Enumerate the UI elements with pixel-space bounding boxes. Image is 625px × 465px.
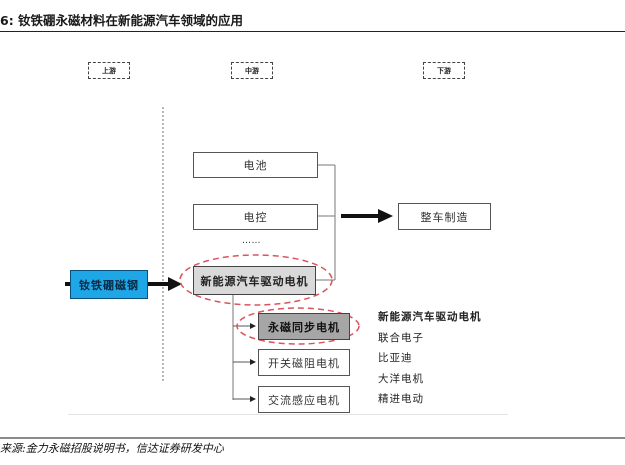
vehicle-manufacturing-node: 整车制造 xyxy=(398,203,491,230)
figure-title: 6: 钕铁硼永磁材料在新能源汽车领域的应用 xyxy=(0,13,244,28)
battery-node: 电池 xyxy=(193,152,318,178)
maker-item: 联合电子 xyxy=(378,331,424,344)
stage-label-downstream: 下游 xyxy=(423,62,465,79)
ndfeb-magnet-node: 钕铁硼磁钢 xyxy=(70,270,148,299)
drive-motor-maker-list: 新能源汽车驱动电机 联合电子 比亚迪 大洋电机 精进电动 xyxy=(378,307,482,410)
nev-drive-motor-node: 新能源汽车驱动电机 xyxy=(193,266,316,295)
figure-frame-bottom xyxy=(68,414,508,415)
more-components-ellipsis: …… xyxy=(242,236,261,246)
electronic-control-node: 电控 xyxy=(193,204,318,230)
pm-synchronous-motor-node: 永磁同步电机 xyxy=(258,313,350,340)
title-divider xyxy=(0,31,625,32)
maker-item: 大洋电机 xyxy=(378,372,424,385)
footer-divider xyxy=(0,437,625,439)
maker-list-heading: 新能源汽车驱动电机 xyxy=(378,311,482,323)
pm-motor-highlight-ellipse xyxy=(236,307,360,345)
maker-item: 比亚迪 xyxy=(378,352,413,364)
drive-motor-highlight-ellipse xyxy=(179,254,333,306)
maker-item: 精进电动 xyxy=(378,393,424,405)
source-note: 来源:金力永磁招股说明书，信达证券研发中心 xyxy=(0,442,224,455)
stage-label-midstream: 中游 xyxy=(231,62,273,79)
switched-reluctance-motor-node: 开关磁阻电机 xyxy=(258,349,350,376)
stage-label-upstream: 上游 xyxy=(88,62,130,79)
ac-induction-motor-node: 交流感应电机 xyxy=(258,386,350,413)
